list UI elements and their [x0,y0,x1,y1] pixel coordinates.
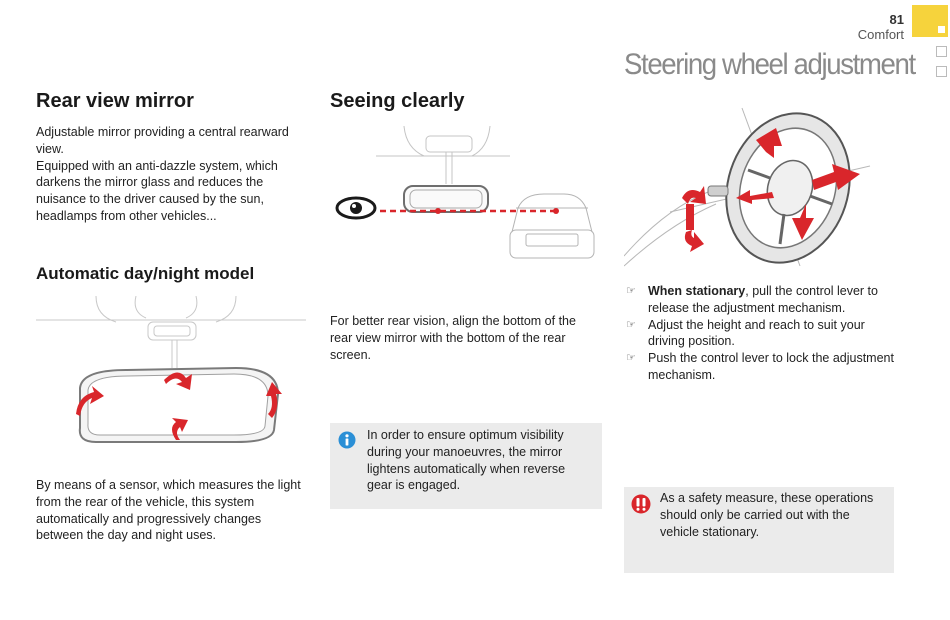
auto-model-heading: Automatic day/night model [36,264,255,283]
section-tab-active [912,5,948,37]
pointing-hand-icon: ☞ [626,318,636,331]
seeing-clearly-illustration [335,125,595,259]
steering-wheel-illustration [624,107,871,267]
step-text: Push the control lever to lock the adjus… [648,351,894,382]
section-tab [936,46,947,57]
step-text: , pull the control lever to release the … [648,284,878,315]
rear-car [509,193,595,259]
info-icon [338,431,356,449]
mirror-glass [78,366,280,443]
warning-note-text: As a safety measure, these operations sh… [660,491,874,539]
page-number: 81 [889,12,904,27]
rear-view-mirror [403,185,489,213]
sightline-arrow [380,208,559,214]
section-name: Comfort [857,27,904,42]
auto-model-description: By means of a sensor, which measures the… [36,478,301,543]
steering-steps-list: ☞ When stationary, pull the control leve… [624,283,894,384]
rear-view-paragraph: Adjustable mirror providing a central re… [36,125,289,156]
pointing-hand-icon: ☞ [626,285,636,297]
rear-view-description: Adjustable mirror providing a central re… [36,124,308,225]
rear-view-paragraph: Equipped with an anti-dazzle system, whi… [36,158,278,223]
mirror-adjust-illustration [36,296,306,443]
seeing-clearly-heading: Seeing clearly [330,90,465,112]
page-title: Steering wheel adjustment [624,48,916,81]
warning-note-box: As a safety measure, these operations sh… [624,487,894,573]
adjust-arrows [682,128,860,252]
list-item: ☞ Push the control lever to lock the adj… [624,350,894,384]
info-note-text: In order to ensure optimum visibility du… [367,428,566,493]
pointing-hand-icon: ☞ [626,352,636,365]
list-item: ☞ Adjust the height and reach to suit yo… [624,317,894,351]
seeing-clearly-description: For better rear vision, align the bottom… [330,314,576,362]
steering-wheel [707,112,851,264]
adjust-arrows [76,372,282,440]
step-emphasis: When stationary [648,284,746,298]
list-item: ☞ When stationary, pull the control leve… [624,283,894,317]
section-tab [936,66,947,77]
step-text: Adjust the height and reach to suit your… [648,317,865,349]
eye-icon [335,196,377,220]
info-note-box: In order to ensure optimum visibility du… [330,423,602,509]
rear-view-heading: Rear view mirror [36,90,194,112]
warning-icon [631,494,651,514]
